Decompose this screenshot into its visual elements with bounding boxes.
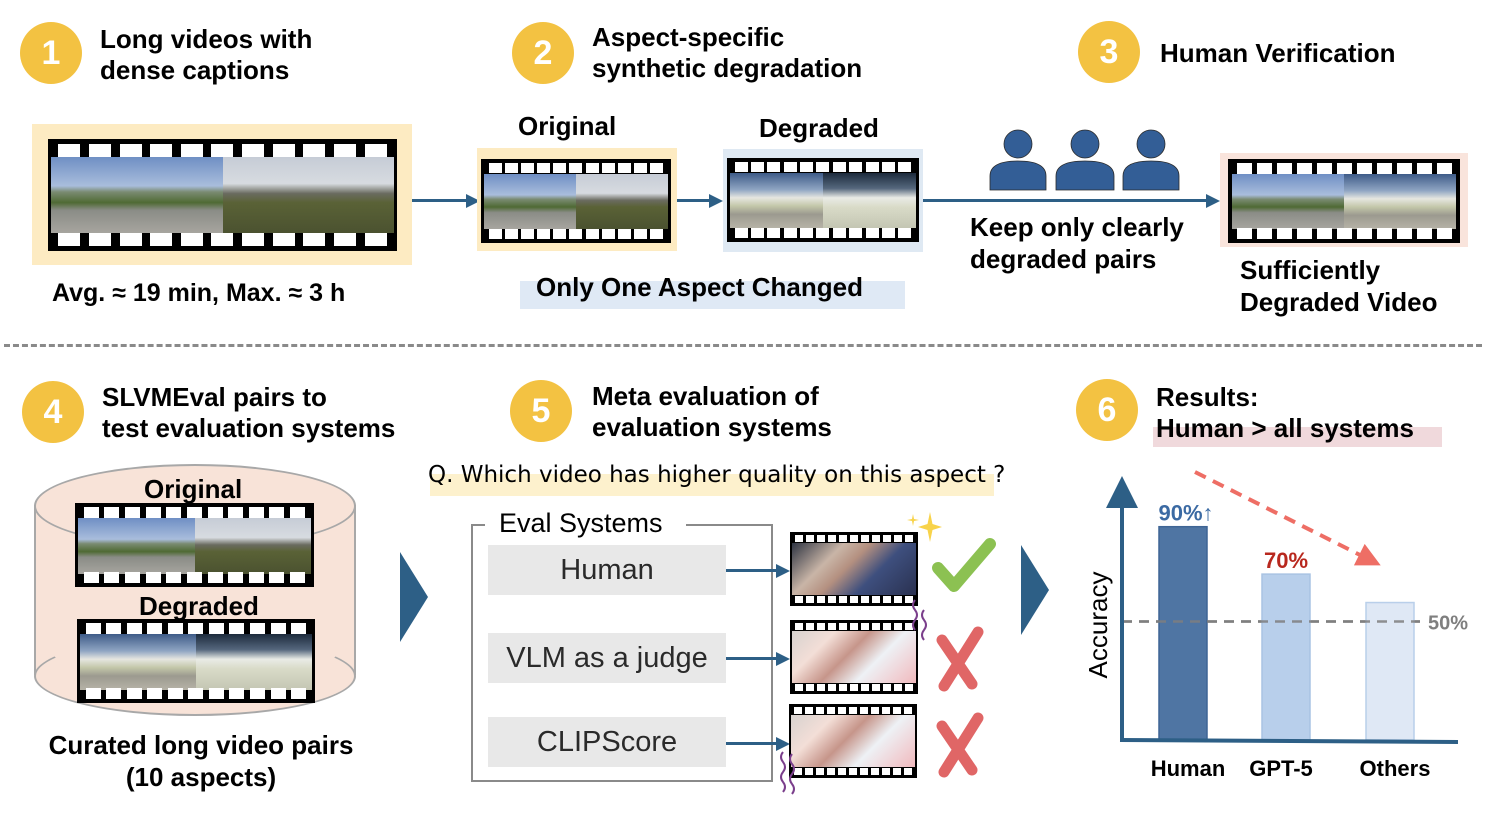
result-highlight [1153, 427, 1442, 447]
question-highlight [430, 474, 994, 496]
video-frames-original [51, 157, 394, 233]
step-3-title: Human Verification [1160, 38, 1396, 68]
arrow-original-to-degraded [677, 199, 711, 202]
chevron-right-icon [1021, 545, 1049, 635]
human-verifiers-icon [989, 129, 1180, 191]
chevron-right-icon [400, 552, 428, 642]
step-4-degraded-filmstrip [77, 619, 315, 703]
arrow-clipscore-to-choice [726, 742, 778, 745]
step-4-title-line2: test evaluation systems [102, 413, 396, 443]
clipscore-choice-filmstrip [789, 704, 917, 778]
step-3-result-line1: Sufficiently [1240, 255, 1381, 285]
step-5-title: Meta evaluation of evaluation systems [592, 381, 832, 443]
step-3-filter-text: Keep only clearly degraded pairs [970, 211, 1184, 275]
film-holes-bottom [48, 233, 397, 246]
step-1-stats: Avg. ≈ 19 min, Max. ≈ 3 h [52, 279, 346, 307]
eval-systems-box [471, 524, 773, 782]
x-tick-label: Human [1151, 756, 1226, 781]
arrow-head-icon [709, 194, 723, 208]
step-badge-4: 4 [22, 381, 84, 443]
x-tick-label: Others [1360, 756, 1431, 781]
step-3-filter-line1: Keep only clearly [970, 212, 1184, 242]
data-label: 90%↑ [1158, 501, 1213, 526]
arrow-head-icon [776, 737, 790, 751]
data-label: 70% [1264, 548, 1308, 573]
squiggle-icon [912, 599, 927, 641]
step-5-title-line2: evaluation systems [592, 412, 832, 442]
step-badge-2: 2 [512, 22, 574, 84]
step-6-title-line1: Results: [1156, 382, 1259, 412]
eval-system-clipscore: CLIPScore [488, 717, 726, 767]
film-holes-top [48, 144, 397, 157]
reference-line-label: 50% [1428, 613, 1468, 635]
only-one-aspect-note: Only One Aspect Changed [536, 272, 863, 302]
arrow-head-icon [776, 652, 790, 666]
arrow-step1-to-step2 [412, 199, 468, 202]
trend-arrow [1194, 470, 1381, 566]
step-3-filter-line2: degraded pairs [970, 244, 1157, 274]
step-2-original-label: Original [518, 111, 617, 141]
accuracy-bar-chart: Human 90%↑ GPT-5 70% Others 50% Accuracy [1083, 470, 1468, 781]
sparkle-icon [907, 512, 942, 542]
eval-system-human: Human [488, 545, 726, 595]
bar-gpt-5 [1261, 573, 1311, 741]
arrow-head-icon [1206, 194, 1220, 208]
step-5-title-line1: Meta evaluation of [592, 381, 819, 411]
step-badge-6: 6 [1076, 379, 1138, 441]
step-badge-3: 3 [1078, 21, 1140, 83]
step-3-result-line2: Degraded Video [1240, 287, 1438, 317]
cross-icon [936, 626, 984, 692]
step-4-original-filmstrip [75, 503, 314, 587]
step-1-title-line1: Long videos with [100, 24, 313, 54]
step-1-filmstrip [48, 139, 397, 251]
eval-box-border-right [686, 524, 773, 526]
bar-human [1158, 525, 1208, 741]
step-4-degraded-label: Degraded [139, 591, 259, 621]
step-badge-1: 1 [20, 22, 82, 84]
squiggle-icon [780, 751, 795, 795]
step-3-result-text: Sufficiently Degraded Video [1240, 254, 1437, 318]
step-2-title-line2: synthetic degradation [592, 53, 863, 83]
eval-box-border-left [471, 524, 485, 526]
step-4-title-line1: SLVMEval pairs to [102, 382, 327, 412]
y-axis-label: Accuracy [1083, 572, 1113, 679]
step-badge-5: 5 [510, 380, 572, 442]
step-4-caption-line2: (10 aspects) [125, 762, 277, 792]
eval-systems-title: Eval Systems [499, 508, 663, 538]
step-2-title: Aspect-specific synthetic degradation [592, 22, 862, 84]
step-2-title-line1: Aspect-specific [592, 22, 785, 52]
step-3-result-filmstrip [1228, 159, 1460, 243]
step-2-degraded-filmstrip [727, 158, 919, 242]
x-axis [1119, 738, 1459, 744]
human-choice-filmstrip [790, 532, 918, 606]
step-4-caption-line1: Curated long video pairs [48, 730, 354, 760]
step-4-original-label: Original [144, 474, 243, 504]
only-one-aspect-highlight [520, 281, 905, 309]
section-divider [4, 344, 1482, 347]
x-tick-label: GPT-5 [1249, 756, 1313, 781]
arrow-human-to-choice [726, 569, 778, 572]
step-4-caption: Curated long video pairs (10 aspects) [40, 729, 362, 793]
step-1-title-line2: dense captions [100, 55, 290, 85]
meta-eval-question: Q. Which video has higher quality on thi… [428, 462, 1006, 488]
step-2-original-filmstrip [481, 159, 671, 243]
arrow-step2-to-step3 [923, 199, 1208, 202]
step-6-title: Results: Human > all systems [1156, 382, 1414, 444]
bar-others [1365, 601, 1415, 741]
cross-icon [936, 712, 984, 778]
arrow-vlm-to-choice [726, 657, 778, 660]
vlm-choice-filmstrip [790, 620, 918, 694]
step-4-title: SLVMEval pairs to test evaluation system… [102, 382, 395, 444]
check-icon [932, 538, 996, 592]
step-2-degraded-label: Degraded [759, 113, 879, 143]
step-6-title-line2: Human > all systems [1156, 413, 1414, 443]
eval-system-vlm-judge: VLM as a judge [488, 633, 726, 683]
arrow-head-icon [776, 564, 790, 578]
step-1-title: Long videos with dense captions [100, 24, 312, 86]
arrow-head-icon [466, 194, 480, 208]
